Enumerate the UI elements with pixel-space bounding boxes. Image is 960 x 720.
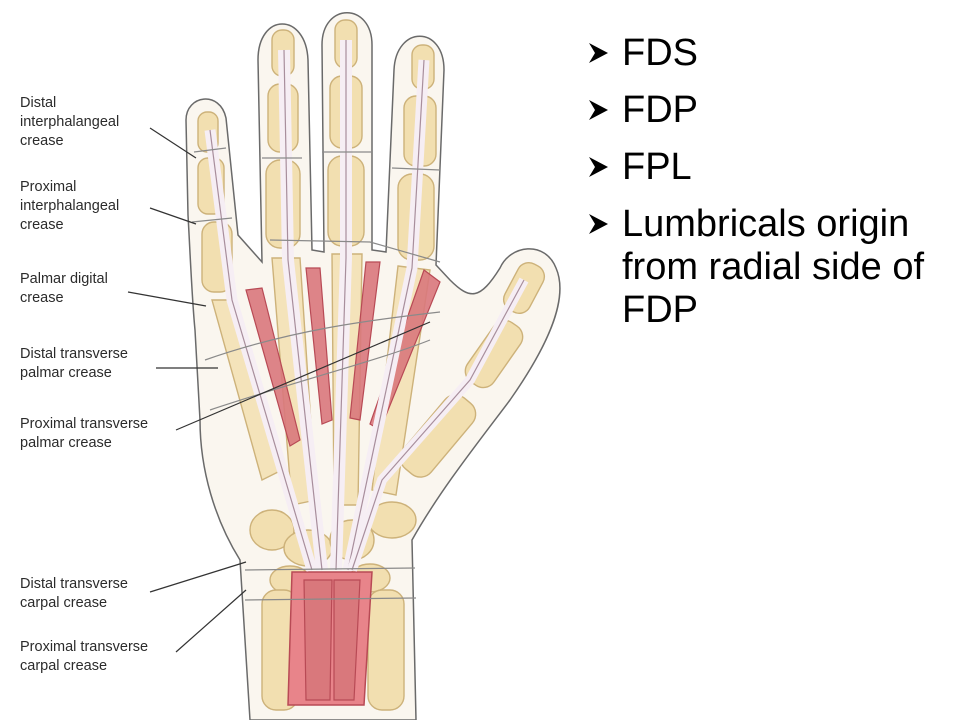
arrowhead-bullet-icon <box>589 100 608 120</box>
bullet-list: FDS FDP FPL Lumbricals origin from radia… <box>586 32 956 346</box>
leader-lines <box>127 127 431 653</box>
bullet-item: Lumbricals origin from radial side of FD… <box>586 203 956 332</box>
flexor-tendons <box>204 40 529 572</box>
bullet-item: FPL <box>586 146 956 189</box>
bullet-item: FDP <box>586 89 956 132</box>
label-proximal-transverse-palmar-crease: Proximal transverse palmar crease <box>20 416 149 451</box>
skin-creases <box>191 147 441 601</box>
label-distal-transverse-palmar-crease: Distal transverse palmar crease <box>20 346 128 381</box>
label-proximal-transverse-carpal-crease: Proximal transverse carpal crease <box>20 639 149 674</box>
arrowhead-bullet-icon <box>589 214 608 234</box>
bullet-text: Lumbricals origin from radial side of FD… <box>622 203 925 331</box>
hand-anatomy-illustration <box>127 12 561 720</box>
bullet-text: FDS <box>622 32 698 74</box>
bullet-text: FPL <box>622 146 692 188</box>
forearm-muscles <box>287 571 373 706</box>
bullet-item: FDS <box>586 32 956 75</box>
label-palmar-digital-crease: Palmar digital crease <box>20 271 108 306</box>
arrowhead-bullet-icon <box>589 43 608 63</box>
label-distal-transverse-carpal-crease: Distal transverse carpal crease <box>20 576 128 611</box>
arrowhead-bullet-icon <box>589 157 608 177</box>
bullet-text: FDP <box>622 89 698 131</box>
lumbrical-muscles <box>245 261 441 447</box>
label-proximal-interphalangeal-crease: Proximal interphalangeal crease <box>20 179 120 233</box>
label-distal-interphalangeal-crease: Distal interphalangeal crease <box>20 95 120 149</box>
